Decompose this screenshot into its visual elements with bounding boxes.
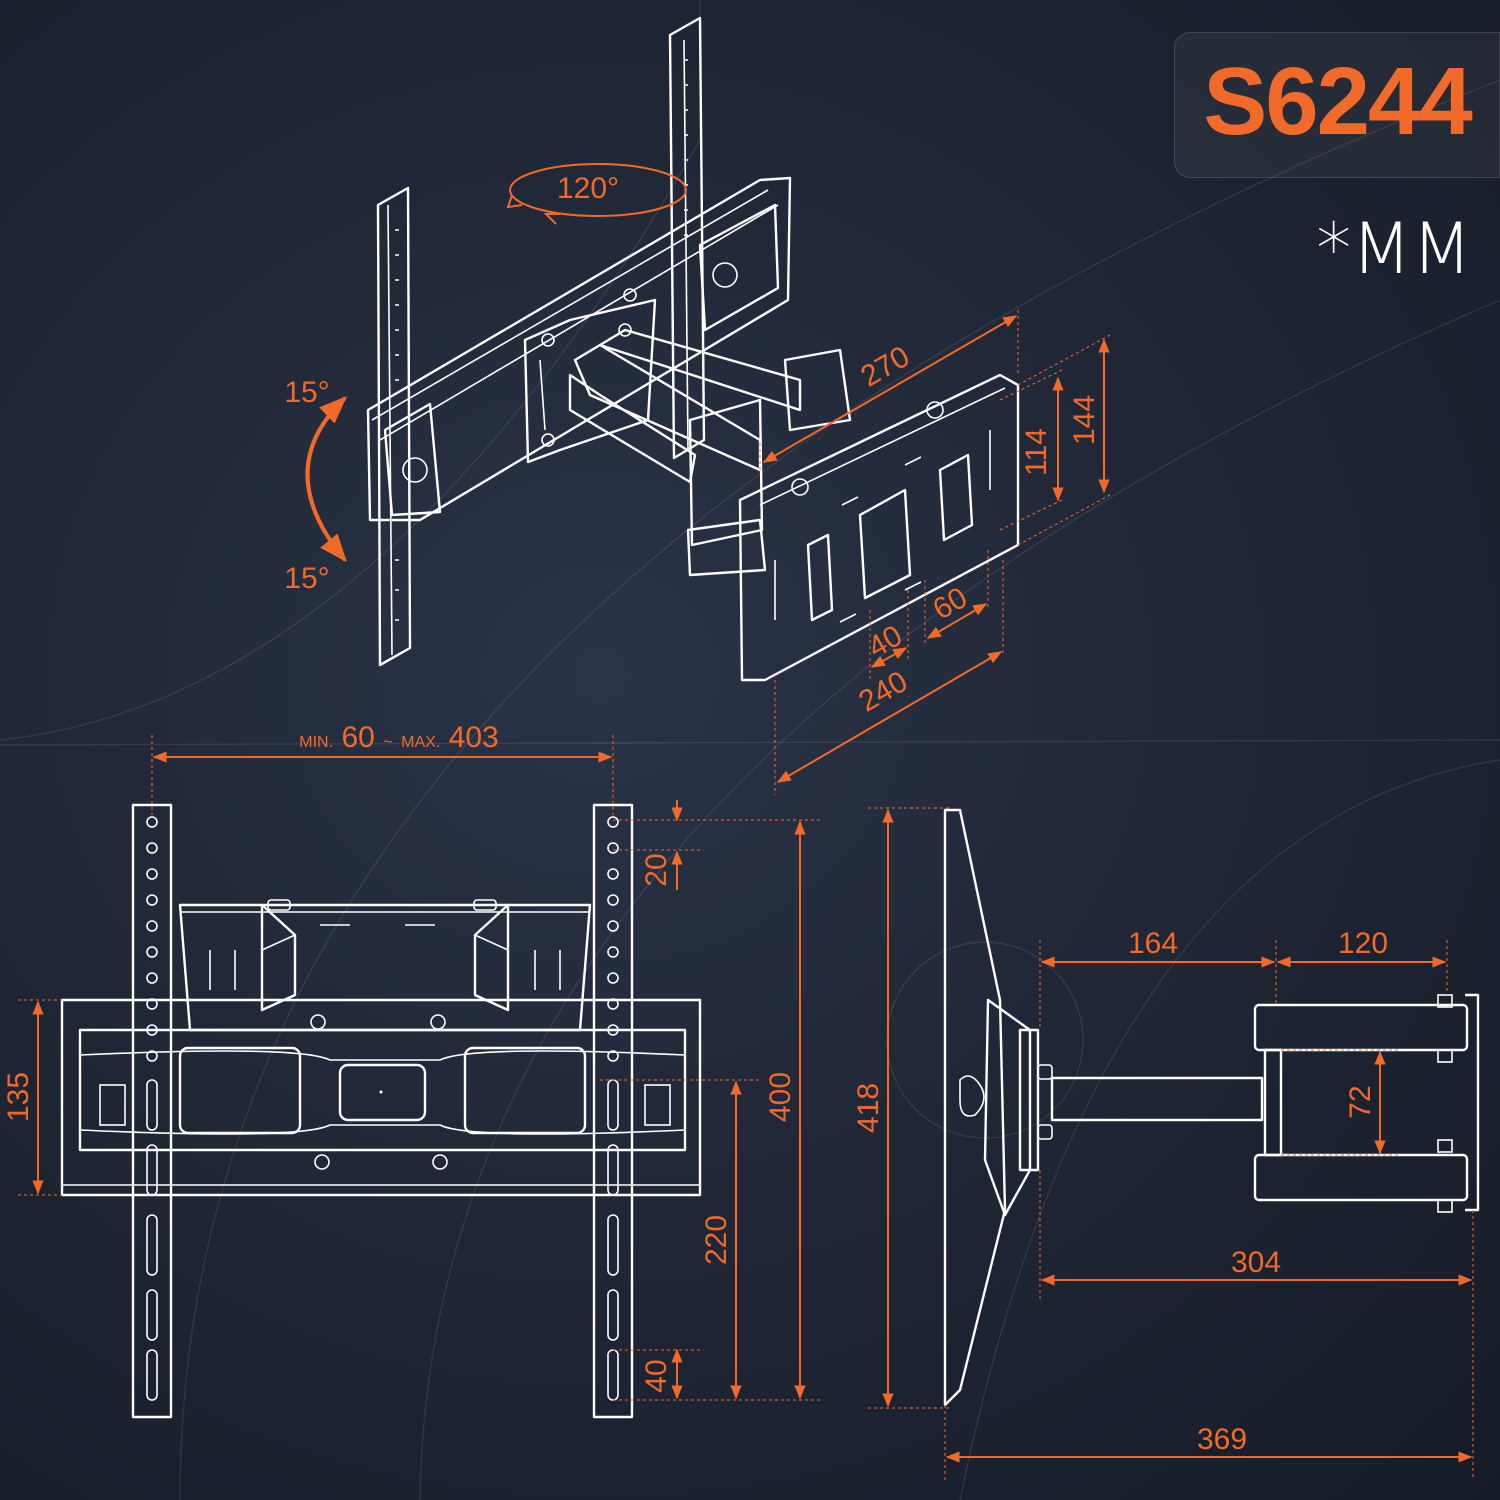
iso-tv-beam bbox=[366, 176, 792, 522]
min-label: MIN. bbox=[299, 734, 333, 751]
dim-slot-spacing: 60 bbox=[928, 581, 973, 626]
tilt-up-label: 15° bbox=[284, 376, 329, 409]
iso-center-plate bbox=[523, 288, 657, 464]
side-view bbox=[886, 808, 1480, 1407]
dim-rail-length: 400 bbox=[764, 1072, 797, 1122]
front-dimensions: MIN. 60 ~ MAX. 403 20 400 220 40 135 bbox=[2, 721, 820, 1401]
dim-wall-plate-spacing: 72 bbox=[1344, 1085, 1377, 1118]
dim-plate-width: 240 bbox=[853, 665, 913, 719]
min-value: 60 bbox=[341, 721, 374, 754]
dim-vertical-slot-span: 220 bbox=[700, 1215, 733, 1265]
dim-arm-segment-2: 120 bbox=[1338, 927, 1388, 960]
max-value: 403 bbox=[449, 721, 499, 754]
front-right-rail bbox=[592, 803, 634, 1419]
dim-max-extension: 369 bbox=[1197, 1423, 1247, 1456]
tilt-indicator: 15° 15° bbox=[284, 376, 348, 595]
dim-hole-pitch: 20 bbox=[640, 853, 673, 886]
isometric-mount bbox=[366, 16, 1020, 682]
dim-plate-height-outer: 144 bbox=[1068, 395, 1101, 445]
swivel-indicator: 120° bbox=[506, 163, 687, 225]
dim-slot-gap: 40 bbox=[863, 619, 908, 664]
dim-arm-extension: 304 bbox=[1231, 1246, 1281, 1279]
front-view bbox=[60, 803, 702, 1419]
tilt-down-label: 15° bbox=[284, 562, 329, 595]
dim-bottom-slot: 40 bbox=[640, 1359, 673, 1392]
dim-arm-depth: 270 bbox=[855, 340, 915, 394]
iso-right-rail bbox=[668, 16, 706, 460]
iso-left-rail bbox=[376, 186, 412, 667]
range-sep: ~ bbox=[383, 734, 392, 751]
iso-dimensions: 270 144 114 240 40 60 bbox=[759, 310, 1111, 795]
dim-arm-segment-1: 164 bbox=[1128, 927, 1178, 960]
max-label: MAX. bbox=[401, 734, 440, 751]
dim-side-total-height: 418 bbox=[852, 1083, 885, 1133]
dim-rail-spacing: MIN. 60 ~ MAX. 403 bbox=[299, 721, 499, 754]
dim-bracket-height: 135 bbox=[2, 1072, 35, 1122]
dim-plate-height-inner: 114 bbox=[1020, 428, 1053, 476]
unit-label: *MM bbox=[1316, 208, 1472, 290]
front-left-rail bbox=[131, 803, 173, 1419]
model-number: S6244 bbox=[1203, 48, 1473, 155]
side-dimensions: 418 164 120 72 304 369 bbox=[852, 807, 1474, 1480]
swivel-angle-label: 120° bbox=[557, 172, 619, 205]
iso-arms bbox=[568, 328, 852, 577]
